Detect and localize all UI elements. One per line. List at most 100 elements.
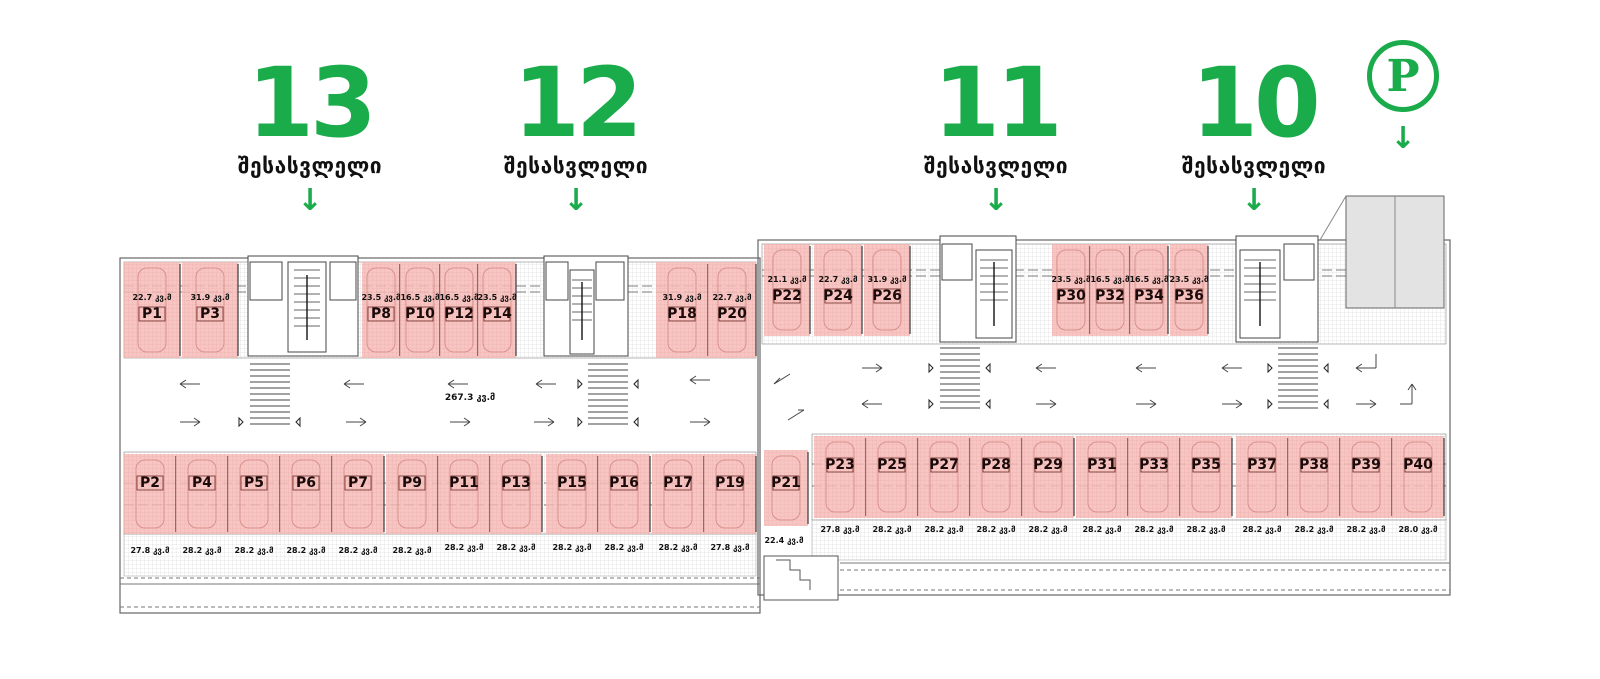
spot-id-label: P20 xyxy=(717,306,747,322)
entrance-number: 11 xyxy=(933,47,1063,159)
spot-area-label: 22.4 კვ.მ xyxy=(764,536,804,545)
spot-id-label: P4 xyxy=(192,475,212,491)
spot-area-label: 28.2 კვ.მ xyxy=(286,546,326,555)
parking-sign: P ↓ xyxy=(1363,40,1443,154)
parking-spot-p31: P31 xyxy=(1076,436,1129,518)
spot-area-label: 21.1 კვ.მ xyxy=(767,275,807,284)
core-12 xyxy=(543,255,629,357)
parking-spot-p40: P40 xyxy=(1392,436,1445,518)
parking-icon: P xyxy=(1367,40,1439,112)
crosswalks xyxy=(250,347,1318,425)
spot-id-label: P17 xyxy=(663,475,693,491)
parking-spot-p16: P16 xyxy=(598,454,651,534)
spot-area-label: 23.5 კვ.მ xyxy=(361,293,401,302)
spot-id-label: P15 xyxy=(557,475,587,491)
spot-area-label: 16.5 კვ.მ xyxy=(1129,275,1169,284)
spot-area-label: 28.2 კვ.მ xyxy=(976,525,1016,534)
spot-area-label: 28.2 კვ.მ xyxy=(444,543,484,552)
spot-area-label: 27.8 კვ.მ xyxy=(130,546,170,555)
spot-area-label: 31.9 კვ.მ xyxy=(867,275,907,284)
spot-id-label: P27 xyxy=(929,457,959,473)
spot-area-label: 22.7 კვ.მ xyxy=(818,275,858,284)
spot-id-label: P12 xyxy=(444,306,474,322)
spot-id-label: P40 xyxy=(1403,457,1433,473)
entrance-label: შესასვლელი xyxy=(923,154,1069,178)
spot-area-label: 27.8 კვ.მ xyxy=(820,525,860,534)
parking-spot-p34: P34 16.5 კვ.მ xyxy=(1129,244,1169,336)
spot-area-label: 28.2 კვ.მ xyxy=(872,525,912,534)
spot-id-label: P18 xyxy=(667,306,697,322)
parking-spot-p4: P4 xyxy=(176,454,229,534)
parking-spot-p25: P25 xyxy=(866,436,919,518)
spot-area-label: 28.2 კვ.მ xyxy=(1294,525,1334,534)
spot-area-label: 28.2 კვ.მ xyxy=(552,543,592,552)
core-13 xyxy=(247,255,359,357)
spot-id-label: P16 xyxy=(609,475,639,491)
triangle-markers xyxy=(238,362,1329,428)
spot-area-label: 22.7 კვ.მ xyxy=(132,293,172,302)
spot-id-label: P2 xyxy=(140,475,160,491)
spot-id-label: P1 xyxy=(142,306,162,322)
spot-id-label: P29 xyxy=(1033,457,1063,473)
entrance-13: 13 შესასვლელი ↓ xyxy=(210,47,410,218)
spot-area-label: 16.5 კვ.მ xyxy=(439,293,479,302)
spot-area-label: 23.5 კვ.მ xyxy=(477,293,517,302)
spot-id-label: P24 xyxy=(823,288,853,304)
core-10 xyxy=(1235,235,1319,343)
spot-id-label: P8 xyxy=(371,306,391,322)
entrance-11: 11 შესასვლელი ↓ xyxy=(896,47,1096,218)
spot-area-label: 28.2 კვ.მ xyxy=(1028,525,1068,534)
parking-spot-p37: P37 xyxy=(1236,436,1289,518)
parking-spot-p35: P35 xyxy=(1180,436,1233,518)
arrow-down-icon: ↓ xyxy=(1390,121,1416,156)
arrow-down-icon: ↓ xyxy=(563,183,589,218)
spot-id-label: P23 xyxy=(825,457,855,473)
spot-area-label: 28.2 კვ.მ xyxy=(234,546,274,555)
parking-spot-p27: P27 xyxy=(918,436,971,518)
spot-area-label: 28.2 კვ.მ xyxy=(338,546,378,555)
entrance-12: 12 შესასვლელი ↓ xyxy=(476,47,676,218)
spot-id-label: P10 xyxy=(405,306,435,322)
spot-id-label: P33 xyxy=(1139,457,1169,473)
parking-spot-p39: P39 xyxy=(1340,436,1393,518)
spot-area-label: 28.2 კვ.მ xyxy=(1134,525,1174,534)
arrow-down-icon: ↓ xyxy=(297,183,323,218)
spot-id-label: P3 xyxy=(200,306,220,322)
spot-id-label: P21 xyxy=(771,475,801,491)
spot-id-label: P9 xyxy=(402,475,422,491)
spot-area-label: 28.2 კვ.მ xyxy=(182,546,222,555)
spot-area-label: 28.2 კვ.მ xyxy=(496,543,536,552)
arrow-down-icon: ↓ xyxy=(983,183,1009,218)
traffic-arrows xyxy=(179,354,1417,427)
parking-spot-p5: P5 xyxy=(228,454,281,534)
spot-id-label: P22 xyxy=(772,288,802,304)
spot-id-label: P13 xyxy=(501,475,531,491)
spot-id-label: P30 xyxy=(1056,288,1086,304)
spot-id-label: P11 xyxy=(449,475,479,491)
parking-spot-p17: P17 xyxy=(652,454,705,534)
spot-id-label: P36 xyxy=(1174,288,1204,304)
entrance-number: 13 xyxy=(247,47,377,159)
spot-id-label: P25 xyxy=(877,457,907,473)
spot-id-label: P38 xyxy=(1299,457,1329,473)
parking-spot-p21: P21 xyxy=(764,450,809,526)
spot-id-label: P34 xyxy=(1134,288,1164,304)
parking-spot-p22: P22 21.1 კვ.მ xyxy=(764,244,811,336)
entrance-number: 10 xyxy=(1191,47,1321,159)
parking-spot-p11: P11 xyxy=(438,454,491,534)
entrance-label: შესასვლელი xyxy=(237,154,383,178)
central-area-label: 267.3 კვ.მ xyxy=(445,393,495,403)
entrance-number: 12 xyxy=(513,47,643,159)
spot-id-label: P6 xyxy=(296,475,316,491)
parking-spot-p38: P38 xyxy=(1288,436,1341,518)
parking-spot-p15: P15 xyxy=(546,454,599,534)
parking-spot-p23: P23 xyxy=(814,436,867,518)
parking-spot-p2: P2 xyxy=(124,454,177,534)
